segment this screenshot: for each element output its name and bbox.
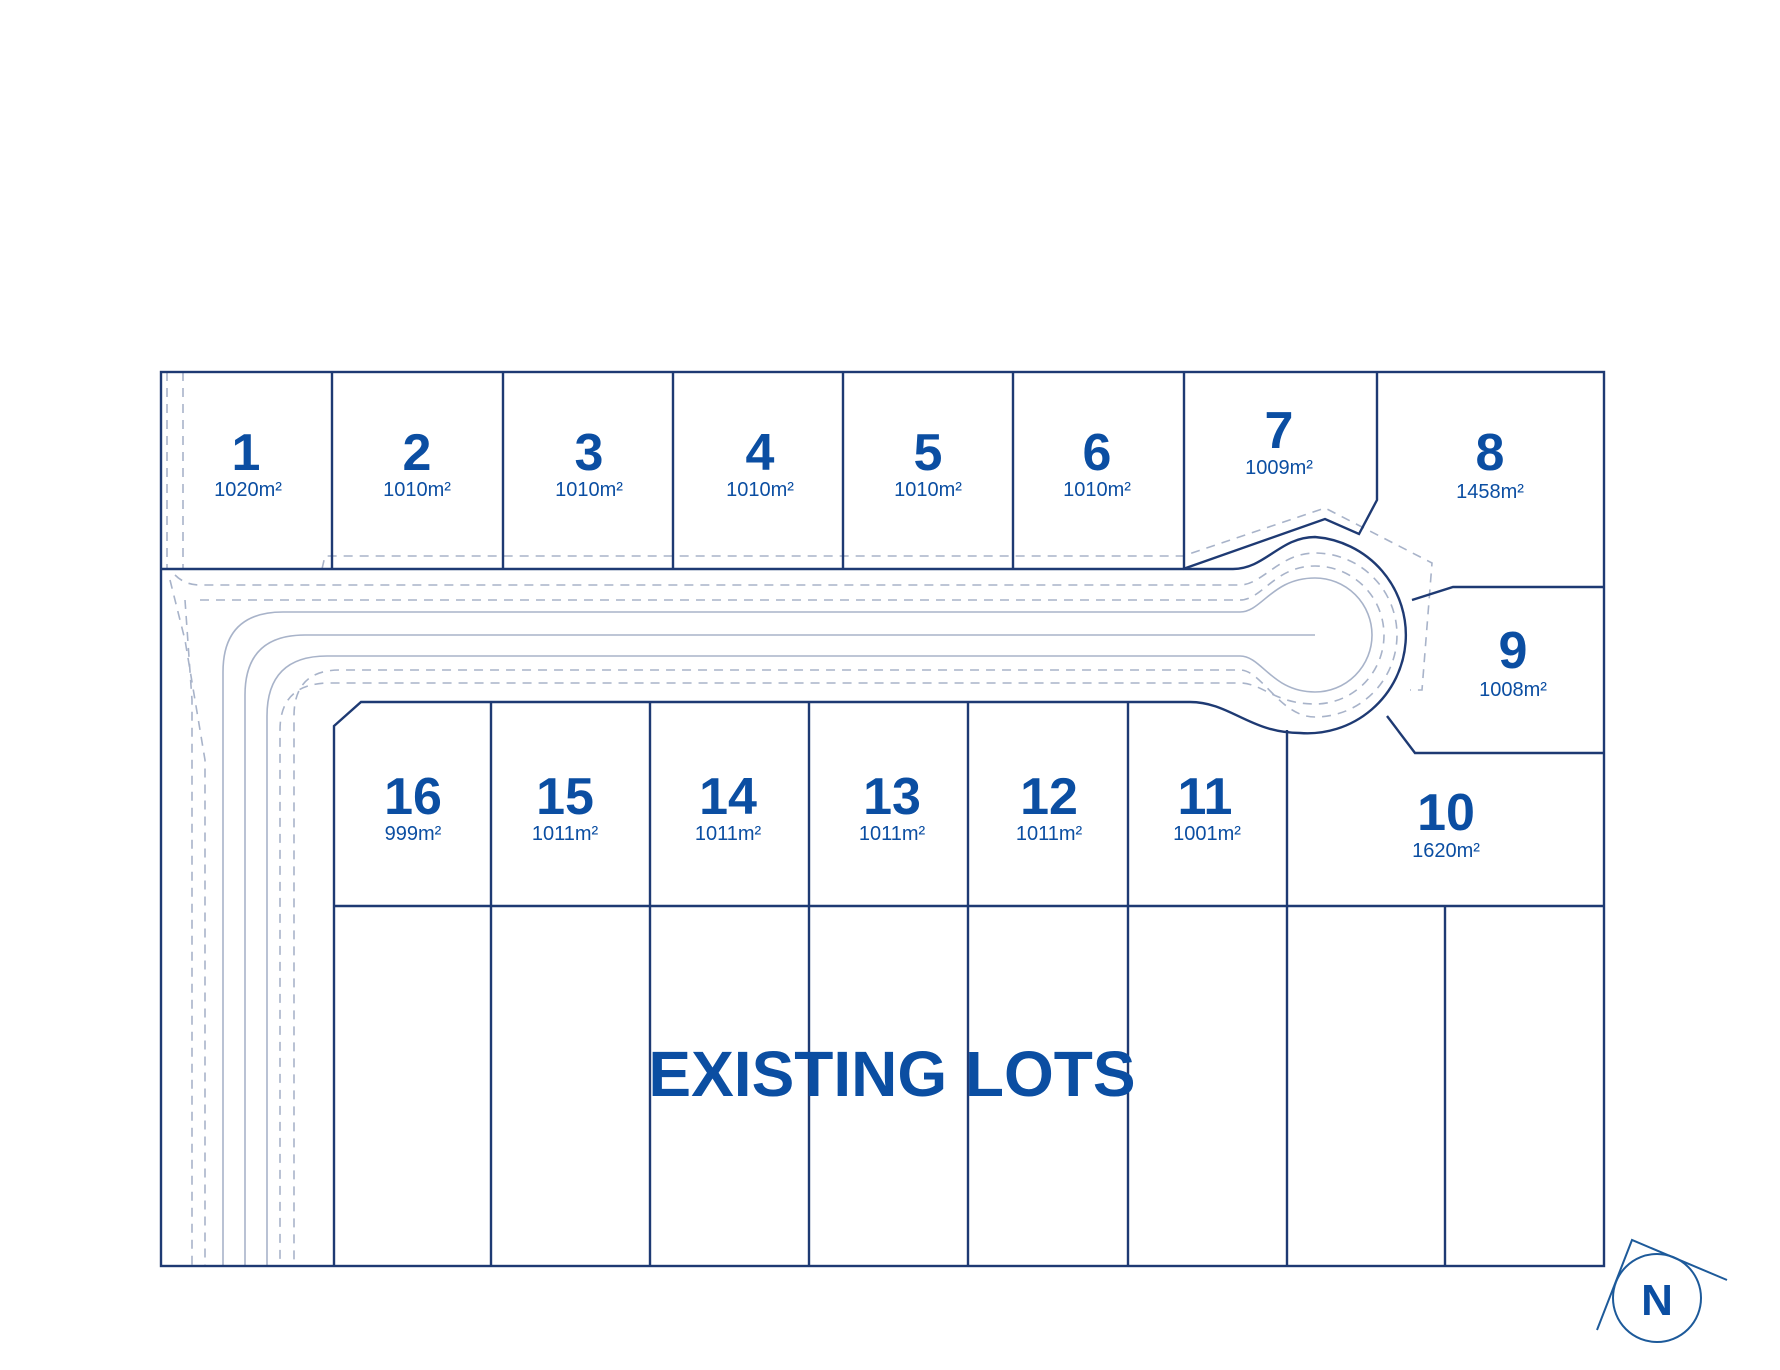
lot-area: 1010m² [726,479,794,501]
lot-number: 8 [1476,424,1505,482]
lot-number: 11 [1178,768,1233,826]
lot-number: 14 [699,768,757,826]
lot-area: 1010m² [894,479,962,501]
lot-number: 3 [575,424,604,482]
lot-number: 15 [536,768,594,826]
north-label: N [1641,1276,1673,1325]
lot-area: 1008m² [1479,679,1547,701]
north-arrow-icon: N [1596,1238,1728,1343]
lot-area: 1011m² [859,823,926,845]
lot-area: 1620m² [1412,840,1480,862]
lot-area: 1011m² [532,823,599,845]
lot-number: 7 [1265,402,1294,460]
lot-number: 16 [384,768,442,826]
lot-number: 2 [403,424,432,482]
lot-area: 1001m² [1173,823,1241,845]
lot-number: 13 [863,768,921,826]
lot-area: 1010m² [555,479,623,501]
lot-number: 6 [1083,424,1112,482]
lot-area: 1011m² [1016,823,1083,845]
lot-number: 12 [1020,768,1078,826]
lot-number: 9 [1499,622,1528,680]
lot-area: 1010m² [1063,479,1131,501]
lot-area: 1020m² [214,479,282,501]
lot-area: 999m² [385,823,442,845]
lot-area: 1011m² [695,823,762,845]
lot-number: 10 [1417,784,1475,842]
lot-area: 1009m² [1245,457,1313,479]
lot-number: 1 [232,424,261,482]
road-markings [166,372,1433,1266]
lot-number: 5 [914,424,943,482]
existing-lots-label: EXISTING LOTS [648,1038,1135,1110]
lot-area: 1458m² [1456,481,1524,503]
lot-number: 4 [746,424,775,482]
lot-boundaries [159,370,1606,1268]
lot-area: 1010m² [383,479,451,501]
